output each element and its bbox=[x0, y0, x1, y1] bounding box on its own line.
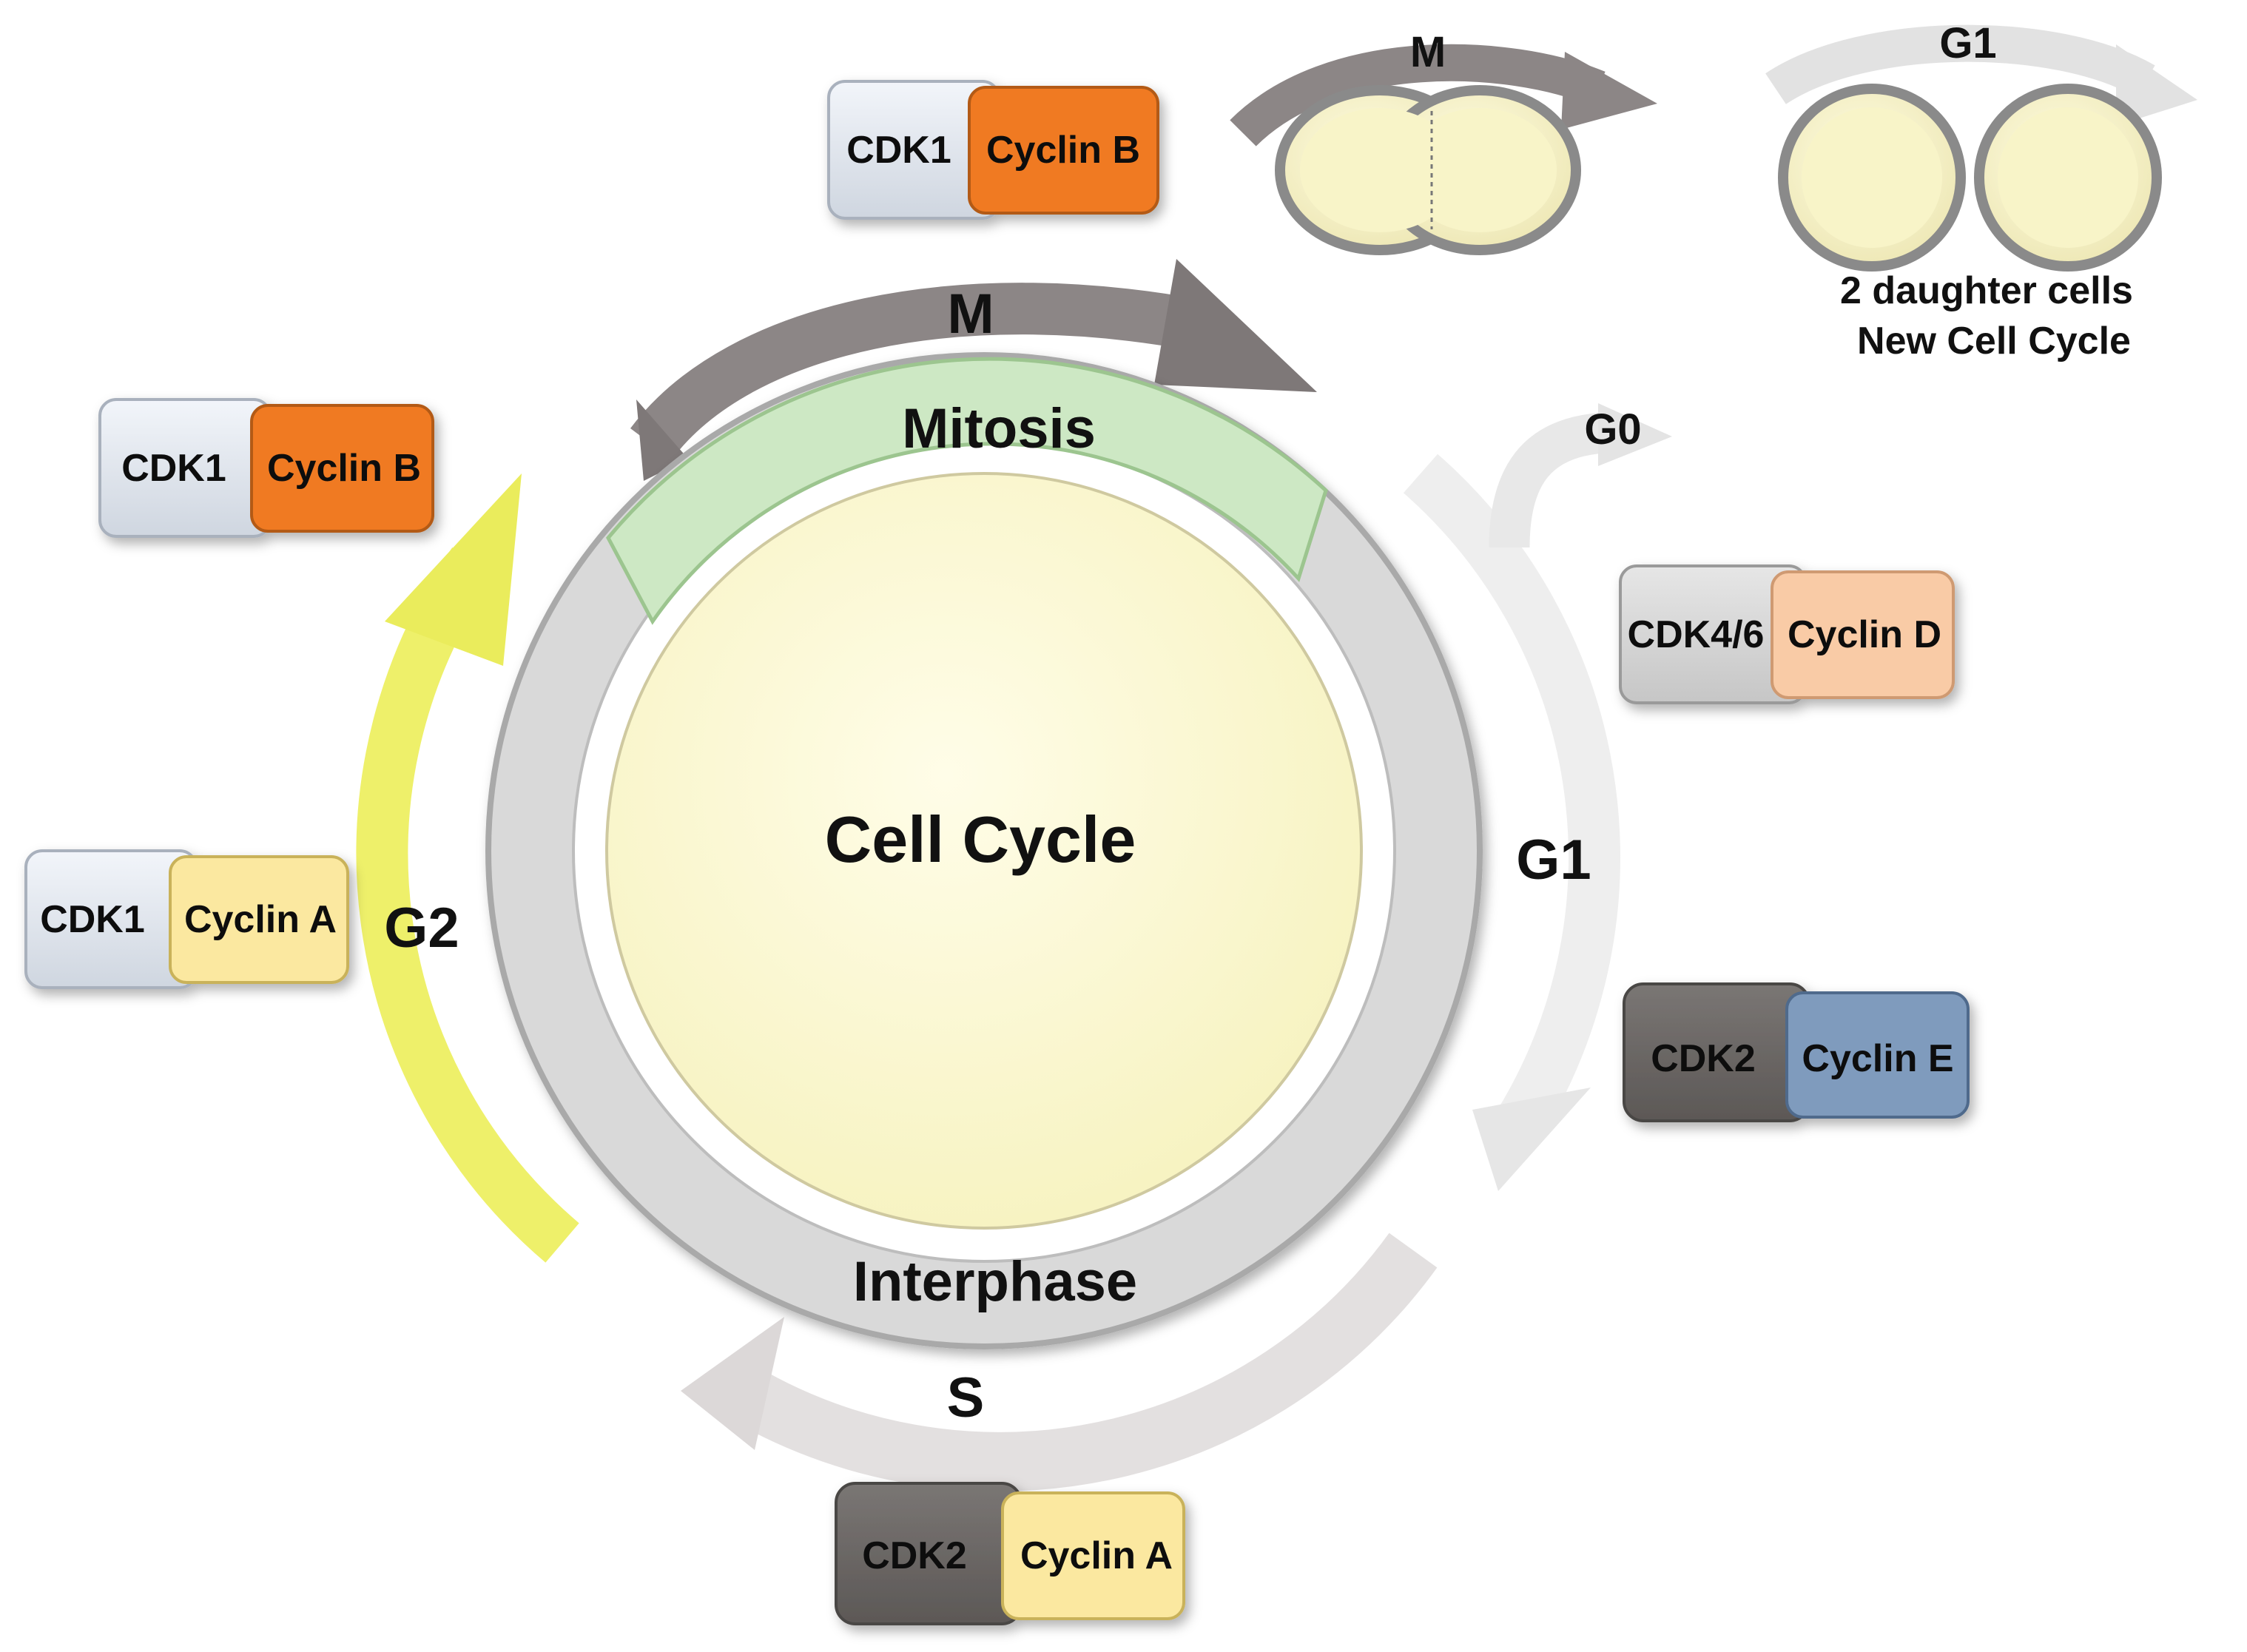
dividing-cell-icon bbox=[1275, 85, 1581, 255]
cyclin-box bbox=[1785, 991, 1970, 1119]
cyclin-label: Cyclin D bbox=[1788, 613, 1941, 656]
g1-arrow bbox=[1403, 454, 1620, 1191]
cell-body bbox=[605, 472, 1363, 1230]
cyclin-label: Cyclin B bbox=[986, 129, 1140, 172]
daughter-cells-icon bbox=[1778, 84, 2162, 272]
cdk-label: CDK1 bbox=[121, 447, 226, 490]
division-g1-label: G1 bbox=[1939, 19, 1996, 67]
cyclin-box bbox=[1001, 1491, 1185, 1620]
cyclin-label: Cyclin B bbox=[267, 447, 421, 490]
phase-g2-label: G2 bbox=[384, 897, 459, 960]
cyclin-label: Cyclin A bbox=[1020, 1534, 1173, 1577]
cyclin-box bbox=[250, 404, 434, 533]
cyclin-label: Cyclin E bbox=[1802, 1037, 1953, 1080]
complex-cdk1-cyclin-a: CDK1 Cyclin A bbox=[24, 849, 349, 989]
cyclin-label: Cyclin A bbox=[184, 898, 337, 941]
s-arrow bbox=[681, 1233, 1438, 1491]
g2-arrow bbox=[356, 473, 579, 1263]
complex-cdk2-cyclin-a: CDK2 Cyclin A bbox=[835, 1482, 1185, 1625]
daughter-caption-line2: New Cell Cycle bbox=[1857, 320, 2131, 363]
cyclin-box bbox=[169, 855, 349, 984]
center-title: Cell Cycle bbox=[825, 803, 1136, 876]
complex-cdk1-cyclin-b-top: CDK1 Cyclin B bbox=[827, 80, 1159, 220]
phase-g1-label: G1 bbox=[1516, 829, 1591, 891]
cyclin-box bbox=[968, 86, 1159, 215]
phase-m-label: M bbox=[947, 283, 994, 345]
cdk-label: CDK4/6 bbox=[1628, 613, 1765, 656]
complex-cdk2-cyclin-e: CDK2 Cyclin E bbox=[1623, 982, 1970, 1122]
complex-cdk46-cyclin-d: CDK4/6 Cyclin D bbox=[1619, 564, 1955, 704]
g0-arrow bbox=[1489, 403, 1672, 548]
complex-cdk1-cyclin-b-left: CDK1 Cyclin B bbox=[98, 398, 434, 538]
cdk-label: CDK1 bbox=[40, 898, 145, 941]
mitosis-band bbox=[606, 357, 1328, 625]
cdk-label: CDK1 bbox=[846, 129, 951, 172]
cdk-label: CDK2 bbox=[862, 1534, 967, 1577]
mitosis-label: Mitosis bbox=[902, 397, 1096, 460]
division-m-label: M bbox=[1410, 28, 1446, 76]
interphase-label: Interphase bbox=[853, 1250, 1137, 1313]
dividing-cell-group: M G1 2 daughter cells New Cell Cycle bbox=[1230, 19, 2197, 363]
phase-g0-label: G0 bbox=[1584, 405, 1641, 454]
cdk-label: CDK2 bbox=[1651, 1037, 1756, 1080]
daughter-caption-line1: 2 daughter cells bbox=[1840, 269, 2133, 312]
cyclin-box bbox=[1771, 570, 1955, 699]
phase-s-label: S bbox=[947, 1366, 985, 1429]
m-arrow bbox=[630, 259, 1317, 481]
